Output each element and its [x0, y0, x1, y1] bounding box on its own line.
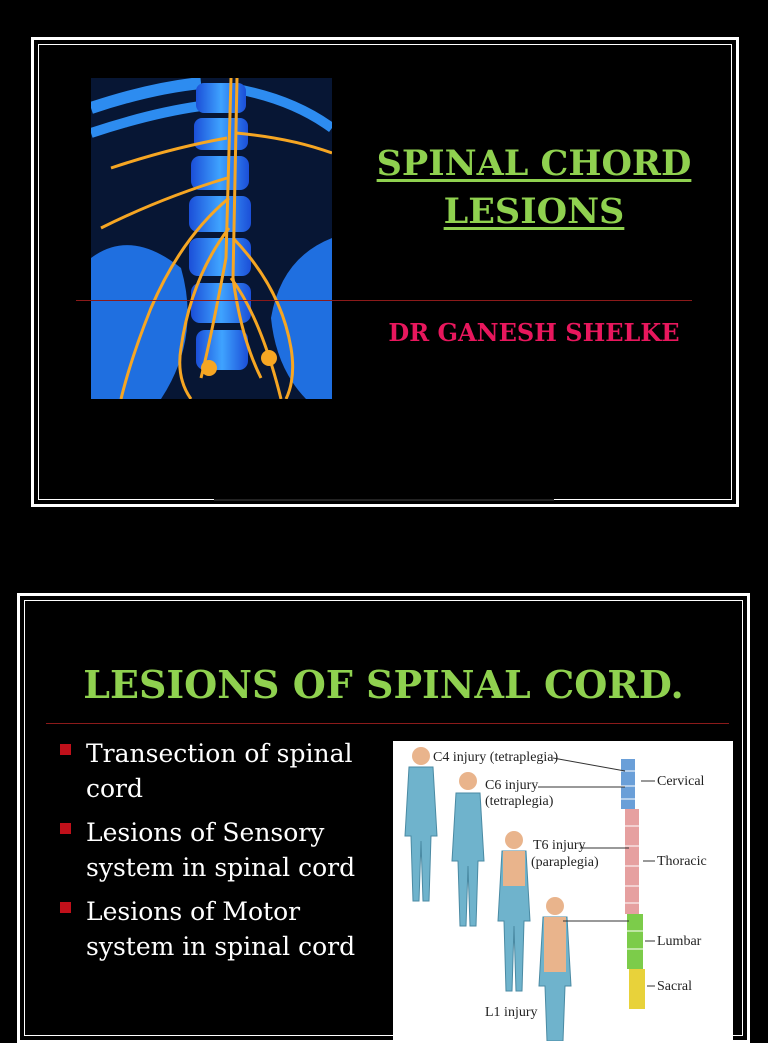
bullet-square-icon [60, 823, 71, 834]
label-t6-line2: (paraplegia) [531, 855, 599, 870]
label-cervical: Cervical [657, 774, 705, 789]
bullet-square-icon [60, 902, 71, 913]
title-slide: SPINAL CHORD LESIONS DR GANESH SHELKE [31, 37, 739, 507]
author-name: DR GANESH SHELKE [388, 318, 680, 347]
bullet-text: Lesions of Motor system in spinal cord [86, 897, 356, 961]
title-line-2: LESIONS [443, 191, 625, 232]
title-line-1: SPINAL CHORD [376, 143, 692, 184]
list-item: Transection of spinal cord [60, 736, 380, 806]
divider-line [46, 723, 729, 724]
bullet-text: Lesions of Sensory system in spinal cord [86, 818, 356, 882]
label-thoracic: Thoracic [657, 854, 707, 869]
spinal-injury-levels-figure: C4 injury (tetraplegia) C6 injury (tetra… [393, 741, 733, 1041]
bullet-square-icon [60, 744, 71, 755]
slide-heading: LESIONS OF SPINAL CORD. [83, 662, 684, 707]
label-t6-line1: T6 injury [533, 838, 586, 853]
content-slide: LESIONS OF SPINAL CORD. Transection of s… [17, 593, 750, 1043]
label-c6-line1: C6 injury [485, 778, 538, 793]
presentation-title: SPINAL CHORD LESIONS [364, 140, 704, 236]
divider-line [76, 300, 692, 301]
label-l1: L1 injury [485, 1005, 538, 1020]
label-sacral: Sacral [657, 979, 692, 994]
list-item: Lesions of Motor system in spinal cord [60, 894, 380, 964]
label-c6-line2: (tetraplegia) [485, 794, 554, 809]
bullet-list: Transection of spinal cord Lesions of Se… [60, 736, 380, 973]
label-lumbar: Lumbar [657, 934, 702, 949]
list-item: Lesions of Sensory system in spinal cord [60, 815, 380, 885]
bullet-text: Transection of spinal cord [86, 739, 353, 803]
label-c4: C4 injury (tetraplegia) [433, 750, 559, 765]
spinal-cord-illustration [91, 78, 332, 399]
footer-shadow [214, 499, 554, 501]
